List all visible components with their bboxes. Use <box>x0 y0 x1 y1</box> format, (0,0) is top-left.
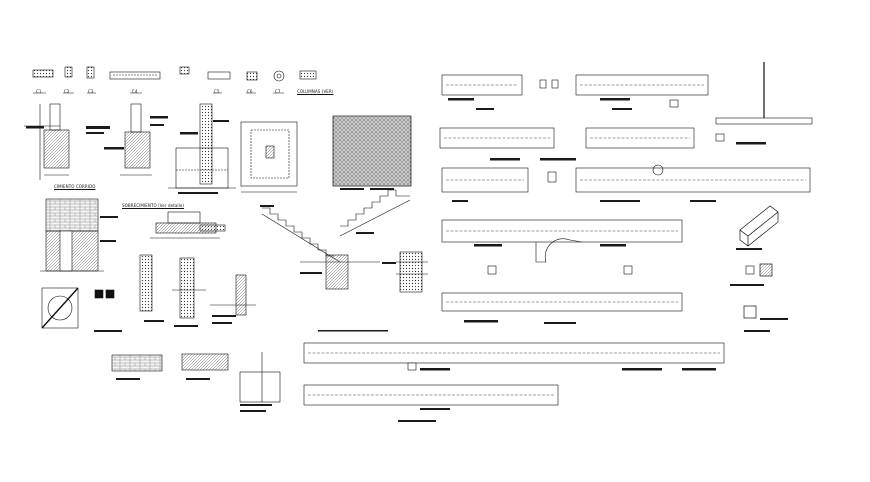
foundation-section-1 <box>24 103 70 180</box>
column-label-c4: C4 <box>132 89 138 94</box>
column-label-c5: C5 <box>214 89 220 94</box>
column-sections-row <box>32 66 317 82</box>
sobrecimiento-title: SOBRECIMIENTO (Ver detalle) <box>122 203 185 208</box>
stair-labels <box>260 205 396 274</box>
timber-beam-isometric <box>739 205 779 319</box>
misc-details <box>41 254 281 403</box>
misc-detail-labels <box>94 315 272 412</box>
beam-column-markers <box>407 79 755 371</box>
beam-dimension-lines <box>308 84 806 396</box>
sobrecimiento-detail <box>150 211 226 239</box>
column-label-c6: C6 <box>247 89 253 94</box>
column-label-c1: C1 <box>36 89 42 94</box>
column-elevation <box>168 103 236 189</box>
timber-labels <box>730 248 788 332</box>
brick-wall-detail <box>40 198 104 272</box>
column-label-c7: C7 <box>275 89 281 94</box>
stair-section <box>261 189 411 290</box>
reinforcement-grid-plan <box>332 115 412 190</box>
column-label-c2: C2 <box>64 89 70 94</box>
column-label-c3: C3 <box>88 89 94 94</box>
columnas-title: COLUMNAS (VER) <box>297 89 334 94</box>
stair-detail-small <box>396 251 428 293</box>
cimiento-corrido-title: CIMIENTO CORRIDO <box>54 184 96 189</box>
column-elevation-labels <box>178 120 229 194</box>
brick-wall-labels <box>100 216 118 242</box>
beam-elevations <box>303 62 813 406</box>
beam-labels <box>318 98 766 422</box>
foundation-labels <box>26 116 168 150</box>
footing-plan <box>240 121 298 193</box>
foundation-section-2 <box>120 103 152 176</box>
